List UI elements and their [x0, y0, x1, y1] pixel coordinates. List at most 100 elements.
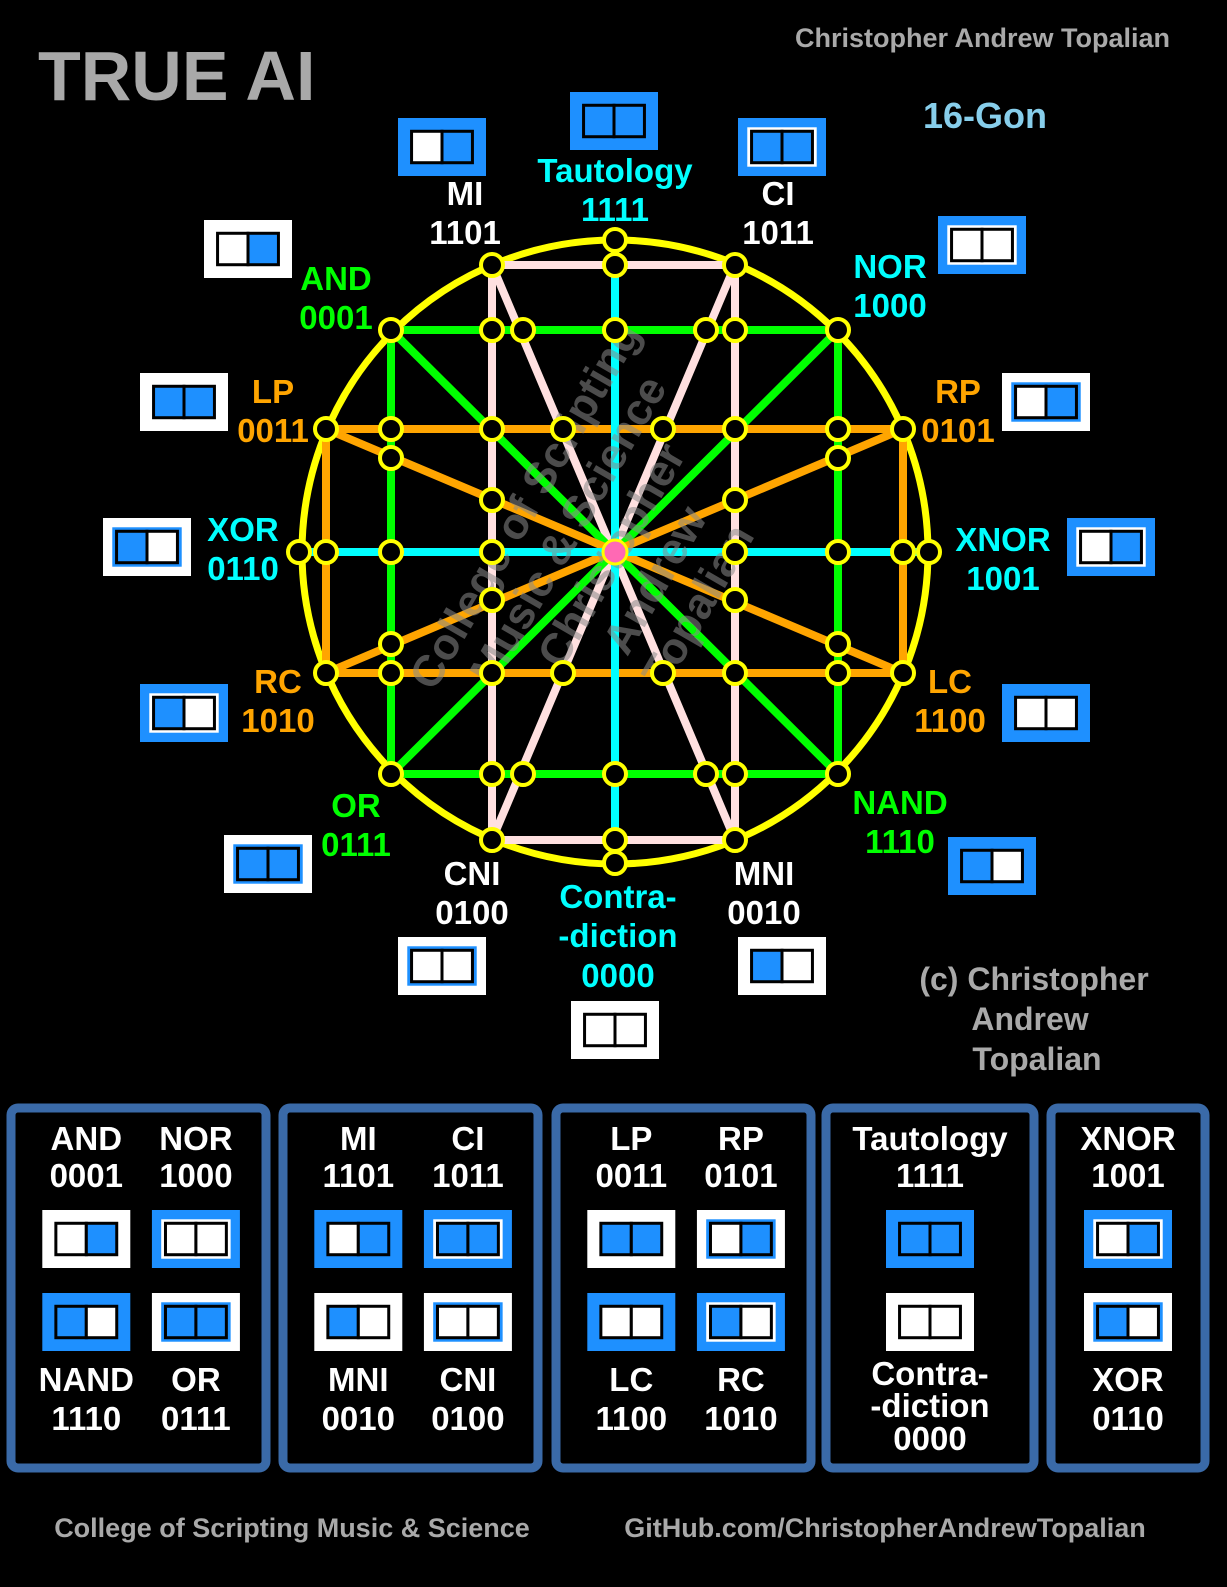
intersection-node	[693, 761, 719, 787]
mi-code: 1101	[429, 214, 501, 251]
panel-nand-name: NAND	[39, 1361, 134, 1398]
panel-ci-code: 1011	[432, 1157, 504, 1194]
page-title: TRUE AI	[38, 37, 315, 115]
contra-toggle-icon	[571, 1001, 659, 1059]
intersection-node	[825, 445, 851, 471]
intersection-node	[916, 539, 942, 565]
contra-name-line-2: -diction	[558, 917, 677, 954]
mni-toggle-icon	[738, 937, 826, 995]
intersection-node	[890, 539, 916, 565]
xor-name: XOR	[207, 511, 279, 548]
nor-code: 1000	[853, 287, 926, 324]
nand-toggle-icon	[948, 837, 1036, 895]
intersection-node	[722, 252, 748, 278]
panel-cni-toggle-icon	[423, 1293, 512, 1351]
center-node	[601, 538, 629, 566]
panel-mni-toggle-icon	[314, 1293, 403, 1351]
xor-code: 0110	[207, 550, 279, 587]
cni-code: 0100	[435, 894, 508, 931]
lp-toggle-icon	[140, 373, 228, 431]
panel-nand-toggle-icon	[42, 1293, 131, 1351]
taut-code: 1111	[581, 191, 649, 228]
panel-lc-code: 1100	[596, 1400, 668, 1437]
or-toggle-icon	[224, 835, 312, 893]
panel-xor-name: XOR	[1092, 1361, 1164, 1398]
intersection-node	[602, 252, 628, 278]
xnor-toggle-icon	[1067, 518, 1155, 576]
intersection-node	[825, 761, 851, 787]
intersection-node	[722, 487, 748, 513]
taut-toggle-icon	[570, 92, 658, 150]
panel-xnor-toggle-icon	[1084, 1210, 1172, 1268]
panel-xor-code: 0110	[1092, 1400, 1164, 1437]
intersection-node	[825, 539, 851, 565]
panel-or-name: OR	[171, 1361, 221, 1398]
panel-rp-name: RP	[718, 1120, 764, 1157]
intersection-node	[378, 416, 404, 442]
xnor-name: XNOR	[955, 521, 1051, 558]
nor-name: NOR	[853, 248, 927, 285]
intersection-node	[378, 317, 404, 343]
intersection-node	[550, 416, 576, 442]
intersection-node	[378, 445, 404, 471]
intersection-node	[479, 252, 505, 278]
lp-code: 0011	[237, 412, 309, 449]
contra-name-line-1: Contra-	[559, 878, 676, 915]
intersection-node	[890, 660, 916, 686]
intersection-node	[313, 416, 339, 442]
panel-mni-code: 0010	[322, 1400, 395, 1437]
intersection-node	[313, 539, 339, 565]
panel-lp-name: LP	[610, 1120, 652, 1157]
intersection-node	[602, 850, 628, 876]
panel-lp-toggle-icon	[587, 1210, 676, 1268]
panel-xnor-code: 1001	[1091, 1157, 1164, 1194]
panel-xor-toggle-icon	[1084, 1293, 1172, 1351]
panel-ci-toggle-icon	[423, 1210, 512, 1268]
intersection-node	[479, 827, 505, 853]
copyright-line-1: (c) Christopher	[919, 961, 1148, 997]
panel-mni-name: MNI	[328, 1361, 389, 1398]
panel-contra-code: 0000	[893, 1420, 966, 1457]
mni-name: MNI	[734, 855, 795, 892]
gate-labels: Tautology1111MI1101CI1011AND0001NOR1000L…	[207, 152, 1051, 994]
panel-and-name: AND	[51, 1120, 123, 1157]
ci-name: CI	[762, 175, 795, 212]
panel-nor-name: NOR	[159, 1120, 233, 1157]
panel-lp-code: 0011	[596, 1157, 668, 1194]
mi-name: MI	[447, 175, 484, 212]
intersection-node	[378, 660, 404, 686]
intersection-node	[479, 761, 505, 787]
panel-contra-toggle-icon	[886, 1293, 974, 1351]
intersection-node	[479, 416, 505, 442]
gate-panels: AND0001NOR1000NAND1110OR0111MI1101CI1011…	[6, 1103, 1210, 1473]
mi-toggle-icon	[398, 118, 486, 176]
panel-contra-name-line-1: Contra-	[871, 1355, 988, 1392]
cni-name: CNI	[444, 855, 501, 892]
rc-code: 1010	[241, 702, 314, 739]
rp-code: 0101	[921, 412, 994, 449]
panel-ci-name: CI	[451, 1120, 484, 1157]
intersection-node	[286, 539, 312, 565]
panel-and-code: 0001	[50, 1157, 123, 1194]
intersection-node	[510, 317, 536, 343]
intersection-node	[722, 761, 748, 787]
panel-rc-name: RC	[717, 1361, 765, 1398]
intersection-node	[550, 660, 576, 686]
intersection-node	[722, 587, 748, 613]
panel-cni-name: CNI	[439, 1361, 496, 1398]
panel-mi-name: MI	[340, 1120, 377, 1157]
intersection-node	[650, 660, 676, 686]
nand-code: 1110	[865, 823, 935, 860]
panel-lc-toggle-icon	[587, 1293, 676, 1351]
panel-cni-code: 0100	[431, 1400, 504, 1437]
intersection-node	[378, 539, 404, 565]
intersection-node	[825, 317, 851, 343]
panel-taut-name: Tautology	[852, 1120, 1008, 1157]
footer-left: College of Scripting Music & Science	[54, 1513, 530, 1543]
nor-toggle-icon	[938, 216, 1026, 274]
intersection-node	[722, 827, 748, 853]
footer-right: GitHub.com/ChristopherAndrewTopalian	[624, 1513, 1146, 1543]
